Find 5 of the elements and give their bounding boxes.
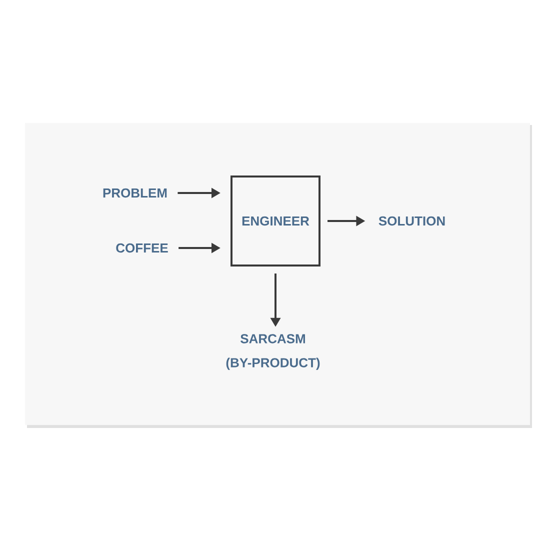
text-label: COFFEE bbox=[116, 243, 168, 253]
process-box: ENGINEER bbox=[230, 176, 320, 266]
text-label: PROBLEM bbox=[103, 188, 167, 198]
text-label: SOLUTION bbox=[378, 216, 445, 226]
text-label: SARCASM (BY-PRODUCT) bbox=[226, 334, 320, 370]
